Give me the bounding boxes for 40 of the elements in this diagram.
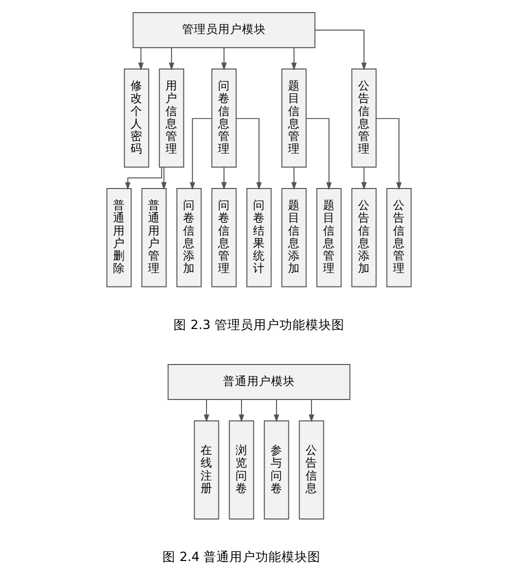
node-box: 题目信息管理 (281, 68, 307, 168)
node-box: 普通用户管理 (141, 188, 167, 288)
node-box: 公告信息 (298, 420, 324, 520)
arrow (161, 166, 167, 190)
arrow (314, 30, 367, 70)
node-box: 题目信息管理 (316, 188, 342, 288)
node-box: 问卷信息管理 (211, 188, 237, 288)
arrow (361, 166, 367, 190)
node-box: 用户信息管理 (158, 68, 184, 168)
node-box: 问卷信息管理 (211, 68, 237, 168)
arrow (204, 399, 210, 422)
arrow (238, 399, 244, 422)
node-box: 问卷信息添加 (176, 188, 202, 288)
arrow (221, 47, 227, 70)
node-box: 浏览问卷 (228, 420, 254, 520)
arrow (190, 118, 212, 190)
arrow (221, 166, 227, 190)
arrow (138, 47, 144, 70)
node-box: 修改个人密码 (124, 68, 150, 168)
node-box: 普通用户删除 (106, 188, 132, 288)
node-box: 题目信息添加 (281, 188, 307, 288)
node-box: 在线注册 (194, 420, 220, 520)
arrow (291, 47, 297, 70)
label: 图 2.4 普通用户功能模块图 (162, 549, 321, 564)
arrow (125, 166, 162, 190)
arrow (376, 118, 402, 190)
node-box: 公告信息添加 (351, 188, 377, 288)
arrow (308, 399, 314, 422)
node-box: 参与问卷 (264, 420, 290, 520)
node-box: 普通用户模块 (168, 364, 350, 400)
label: 图 2.3 管理员用户功能模块图 (173, 316, 345, 332)
arrow (291, 166, 297, 190)
node-box: 公告信息管理 (386, 188, 412, 288)
node-box: 公告信息管理 (351, 68, 377, 168)
arrow (306, 118, 332, 190)
node-box: 管理员用户模块 (132, 12, 316, 48)
arrow (236, 118, 262, 190)
arrow (168, 47, 174, 70)
arrow (274, 399, 280, 422)
node-box: 问卷结果统计 (246, 188, 272, 288)
